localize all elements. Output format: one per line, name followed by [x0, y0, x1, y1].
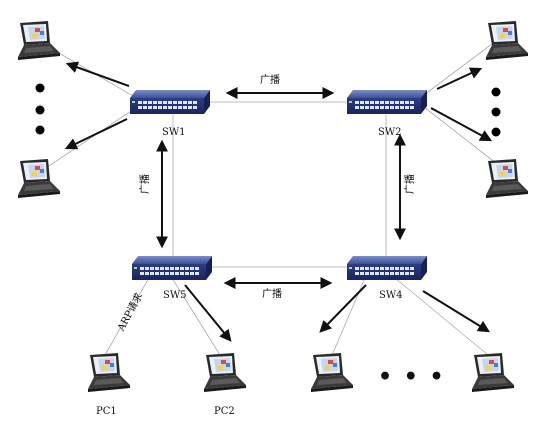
ellipsis-right — [491, 87, 501, 137]
link-label-sw5-sw4: 广播 — [262, 287, 282, 300]
laptop-pc2 — [204, 353, 246, 392]
laptop-bottom-mid — [311, 353, 353, 392]
switch-label-sw5: SW5 — [163, 290, 187, 301]
switch-label-sw1: SW1 — [162, 127, 186, 138]
ellipsis-left — [35, 83, 45, 135]
pc1-label: PC1 — [96, 406, 117, 417]
ellipsis-bottom: • • • — [378, 364, 446, 390]
switch-sw2: SW2 — [347, 90, 427, 138]
laptop-top-right — [486, 21, 528, 60]
laptop-mid-right — [486, 159, 528, 198]
switch-label-sw2: SW2 — [378, 127, 402, 138]
link-label-sw1-sw2: 广播 — [260, 73, 280, 86]
laptop-top-left — [18, 21, 60, 60]
switch-sw4: SW4 — [347, 256, 427, 301]
laptop-mid-left — [18, 159, 60, 198]
laptop-pc1 — [88, 353, 130, 392]
broadcast-arrows — [64, 61, 493, 342]
link-label-sw2-sw4: 广播 — [403, 174, 416, 194]
laptop-bottom-right — [472, 353, 514, 392]
pc2-label: PC2 — [214, 406, 235, 417]
arp-request-label: ARP请求 — [114, 290, 145, 334]
switch-label-sw4: SW4 — [379, 290, 403, 301]
link-label-sw1-sw5: 广播 — [138, 174, 151, 194]
switch-sw1: SW1 — [130, 90, 210, 138]
switch-sw5: SW5 — [132, 256, 212, 301]
cable-lines — [39, 37, 506, 361]
